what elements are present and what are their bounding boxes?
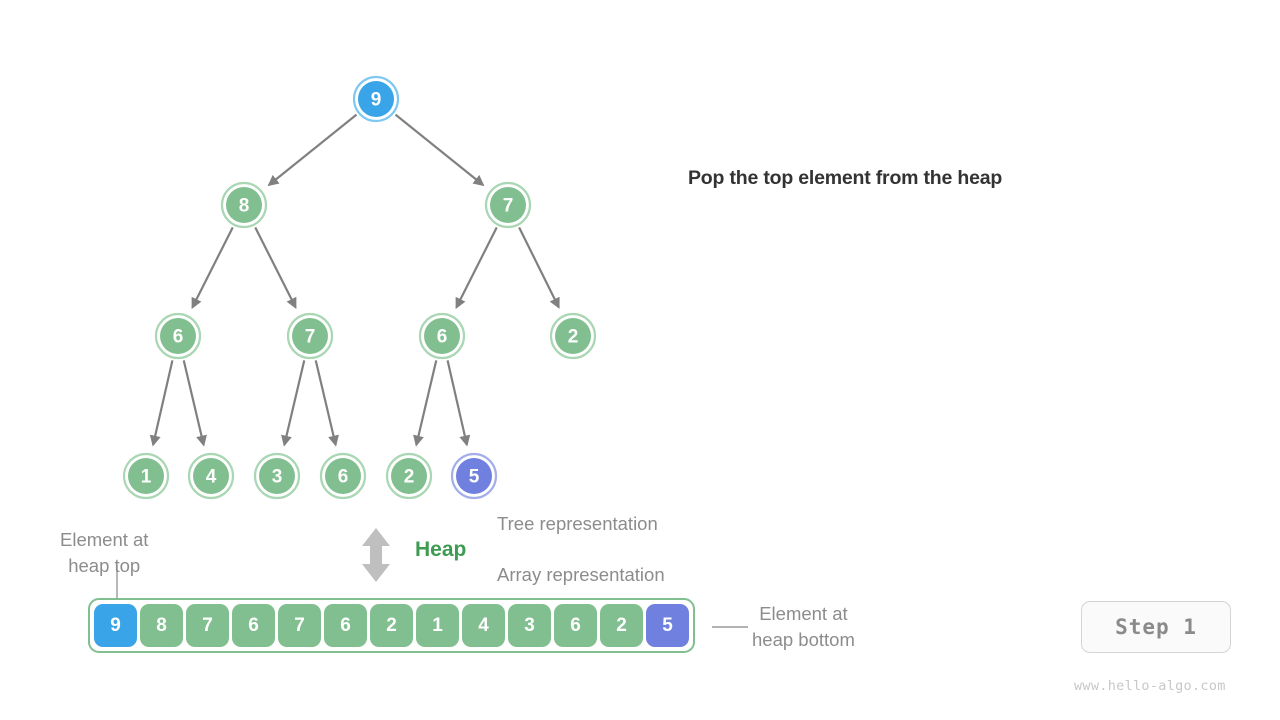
tree-edge: [267, 113, 358, 187]
tree-node-ring: [484, 181, 532, 229]
tree-node[interactable]: 8: [220, 181, 268, 229]
tree-node[interactable]: 1: [122, 452, 170, 500]
tree-node-body: [259, 458, 295, 494]
tree-node-body: [226, 187, 262, 223]
tree-edge: [281, 360, 306, 447]
tree-node-ring: [187, 452, 235, 500]
tree-node-body: [128, 458, 164, 494]
tree-node-value: 7: [305, 327, 316, 348]
tree-node-ring: [286, 312, 334, 360]
tree-node-value: 6: [437, 327, 448, 348]
array-representation-label: Array representation: [497, 564, 665, 585]
tree-array-double-arrow: [362, 528, 390, 582]
tree-edge: [394, 113, 485, 187]
array-cell[interactable]: 8: [140, 604, 183, 647]
array-cell[interactable]: 3: [508, 604, 551, 647]
array-cell[interactable]: 5: [646, 604, 689, 647]
array-cell[interactable]: 6: [324, 604, 367, 647]
tree-node-body: [160, 318, 196, 354]
heap-bottom-annotation-line2: heap bottom: [752, 629, 855, 650]
tree-edge: [518, 226, 560, 309]
tree-node-body: [193, 458, 229, 494]
tree-nodes: 9 8 7 6 7 6 2 1 4 3 6 2 5: [122, 75, 597, 500]
tree-node[interactable]: 7: [484, 181, 532, 229]
tree-node-value: 6: [173, 327, 184, 348]
tree-node-value: 4: [206, 467, 217, 488]
heap-bottom-annotation-line1: Element at: [759, 603, 848, 624]
tree-node-body: [292, 318, 328, 354]
array-cell[interactable]: 7: [186, 604, 229, 647]
array-cell[interactable]: 9: [94, 604, 137, 647]
tree-edge: [314, 360, 339, 447]
tree-node[interactable]: 4: [187, 452, 235, 500]
array-cell[interactable]: 6: [232, 604, 275, 647]
heap-label: Heap: [415, 538, 467, 561]
tree-node-value: 2: [568, 327, 579, 348]
array-cell[interactable]: 4: [462, 604, 505, 647]
heap-top-annotation-line2: heap top: [68, 555, 141, 576]
tree-node-body: [456, 458, 492, 494]
tree-node[interactable]: 6: [154, 312, 202, 360]
array-cell[interactable]: 2: [600, 604, 643, 647]
tree-node[interactable]: 2: [549, 312, 597, 360]
array-cell[interactable]: 1: [416, 604, 459, 647]
tree-node-value: 6: [338, 467, 349, 488]
tree-node-ring: [319, 452, 367, 500]
tree-node-value: 2: [404, 467, 415, 488]
tree-node-ring: [352, 75, 400, 123]
tree-edge: [413, 360, 438, 447]
tree-node-ring: [154, 312, 202, 360]
tree-representation-label: Tree representation: [497, 513, 658, 534]
heap-top-annotation: Element at heap top: [60, 527, 148, 579]
tree-node[interactable]: 9: [352, 75, 400, 123]
tree-node-ring: [450, 452, 498, 500]
tree-node-ring: [549, 312, 597, 360]
tree-node-body: [555, 318, 591, 354]
tree-node-value: 9: [371, 90, 382, 111]
tree-edges: [149, 113, 560, 447]
tree-node-ring: [253, 452, 301, 500]
tree-node-value: 7: [503, 196, 514, 217]
tree-node-ring: [122, 452, 170, 500]
tree-node[interactable]: 2: [385, 452, 433, 500]
tree-edge: [182, 360, 207, 447]
tree-edge: [254, 226, 297, 309]
tree-node-value: 5: [469, 467, 480, 488]
tree-node-ring: [385, 452, 433, 500]
tree-node-ring: [220, 181, 268, 229]
tree-node[interactable]: 6: [418, 312, 466, 360]
tree-node[interactable]: 3: [253, 452, 301, 500]
tree-edge: [149, 360, 174, 447]
heap-top-annotation-line1: Element at: [60, 529, 149, 550]
tree-edge: [455, 226, 498, 309]
tree-node-ring: [418, 312, 466, 360]
heap-bottom-annotation: Element at heap bottom: [752, 601, 855, 653]
tree-node-value: 3: [272, 467, 283, 488]
tree-node-body: [391, 458, 427, 494]
tree-node-body: [325, 458, 361, 494]
tree-node-body: [358, 81, 394, 117]
tree-node[interactable]: 6: [319, 452, 367, 500]
watermark: www.hello-algo.com: [1074, 678, 1226, 694]
array-cell[interactable]: 6: [554, 604, 597, 647]
tree-edge: [191, 226, 234, 309]
array-cell[interactable]: 2: [370, 604, 413, 647]
tree-node-body: [490, 187, 526, 223]
tree-edge: [446, 360, 471, 447]
page-title: Pop the top element from the heap: [688, 167, 1003, 189]
tree-node-body: [424, 318, 460, 354]
step-badge: Step 1: [1081, 601, 1231, 653]
tree-node[interactable]: 7: [286, 312, 334, 360]
tree-node-value: 1: [141, 467, 152, 488]
tree-node-value: 8: [239, 196, 250, 217]
array-cell[interactable]: 7: [278, 604, 321, 647]
tree-node[interactable]: 5: [450, 452, 498, 500]
